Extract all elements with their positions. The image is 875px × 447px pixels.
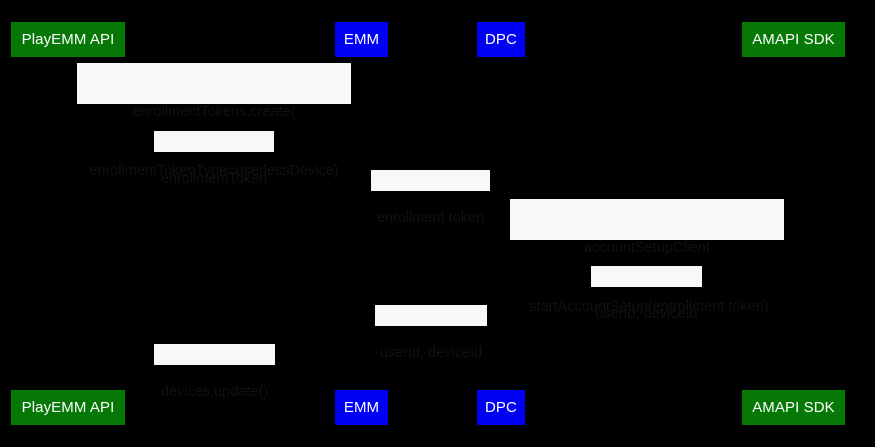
- actor-footer-amapi-sdk[interactable]: AMAPI SDK: [742, 390, 845, 425]
- message-label-enrollment-tokens-create: enrollmentTokens.create( enrollmentToken…: [77, 63, 351, 179]
- arrow-msg-3: [361, 193, 501, 194]
- actor-footer-dpc[interactable]: DPC: [477, 390, 525, 425]
- message-label-userid-deviceid-sdk: userId, deviceId: [591, 266, 702, 322]
- actor-header-amapi-sdk[interactable]: AMAPI SDK: [742, 22, 845, 57]
- message-line-1: enrollmentToken: [160, 171, 268, 187]
- message-label-enrollment-token-response: enrollmentToken: [154, 131, 274, 187]
- actor-footer-playemm-api[interactable]: PlayEMM API: [11, 390, 125, 425]
- actor-footer-playemm-api-label: PlayEMM API: [21, 399, 115, 416]
- arrow-msg-4: [501, 242, 793, 243]
- actor-footer-emm[interactable]: EMM: [335, 390, 388, 425]
- actor-header-playemm-api-label: PlayEMM API: [21, 31, 115, 48]
- lifeline-emm: [361, 57, 362, 390]
- actor-header-dpc[interactable]: DPC: [477, 22, 525, 57]
- message-line-2: enrollmentTokenType=userlessDevice): [89, 162, 339, 179]
- message-label-devices-update: devices.update(): [154, 344, 275, 400]
- arrow-msg-2: [68, 154, 361, 155]
- actor-header-emm-label: EMM: [343, 31, 380, 48]
- message-line-1: enrollmentTokens.create(: [132, 104, 296, 120]
- lifeline-amapi-sdk: [793, 57, 794, 390]
- message-line-1: enrollment token: [376, 210, 485, 226]
- arrow-msg-5: [501, 289, 793, 290]
- message-line-1: userId, deviceId: [595, 306, 698, 322]
- actor-header-dpc-label: DPC: [485, 31, 517, 48]
- message-line-1: devices.update(): [160, 384, 269, 400]
- arrow-msg-1: [68, 106, 361, 107]
- message-line-2: .startAccountSetup(entrollment token): [525, 298, 769, 315]
- actor-footer-amapi-sdk-label: AMAPI SDK: [752, 399, 835, 416]
- actor-header-playemm-api[interactable]: PlayEMM API: [11, 22, 125, 57]
- message-label-enrollment-token: enrollment token: [371, 170, 490, 226]
- actor-header-emm[interactable]: EMM: [335, 22, 388, 57]
- lifeline-dpc: [501, 57, 502, 390]
- lifeline-playemm-api: [68, 57, 69, 390]
- actor-footer-emm-label: EMM: [343, 399, 380, 416]
- arrow-msg-7: [68, 367, 361, 368]
- actor-footer-dpc-label: DPC: [485, 399, 517, 416]
- message-label-userid-deviceid-emm: userId, deviceId: [375, 305, 487, 361]
- message-line-1: accountSetupClient: [584, 240, 710, 256]
- arrow-msg-6: [361, 328, 501, 329]
- message-label-start-account-setup: accountSetupClient .startAccountSetup(en…: [510, 199, 784, 315]
- message-line-1: userId, deviceId: [379, 345, 483, 361]
- actor-header-amapi-sdk-label: AMAPI SDK: [752, 31, 835, 48]
